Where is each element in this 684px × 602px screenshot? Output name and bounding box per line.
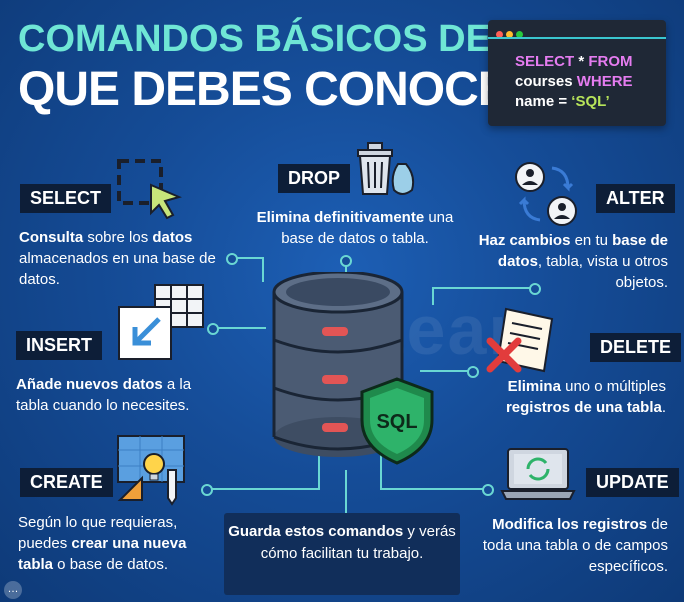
desc-bold: Añade nuevos datos xyxy=(16,376,163,393)
swap-users-icon xyxy=(515,162,577,226)
desc-bold: datos xyxy=(152,229,193,246)
blueprint-icon xyxy=(117,435,185,506)
alter-badge: ALTER xyxy=(596,184,675,213)
select-badge: SELECT xyxy=(20,184,112,213)
connector-line xyxy=(432,287,434,305)
code-keyword: FROM xyxy=(588,53,633,70)
desc-text: a la tabla cuando lo necesites. xyxy=(16,376,192,414)
connector-dot xyxy=(340,255,352,267)
desc-bold: Haz cambios xyxy=(478,232,571,249)
footer-note: Guarda estos comandos y verás cómo facil… xyxy=(224,513,460,595)
connector-dot xyxy=(207,323,219,335)
desc-text: en tu xyxy=(570,232,613,249)
sql-shield-icon: SQL xyxy=(360,377,434,465)
drop-description: Elimina definitivamente una base de dato… xyxy=(250,207,460,249)
alter-description: Haz cambios en tu base de datos, tabla, … xyxy=(470,230,668,293)
title-line-2: QUE DEBES CONOCER xyxy=(18,63,543,116)
create-badge: CREATE xyxy=(20,468,113,497)
close-dot-icon xyxy=(496,31,503,38)
insert-description: Añade nuevos datos a la tabla cuando lo … xyxy=(16,374,226,416)
connector-line xyxy=(318,450,320,490)
code-window: SELECT * FROM courses WHERE name = ‘SQL’ xyxy=(488,20,666,126)
more-options-button[interactable]: … xyxy=(4,581,22,599)
desc-text: uno o múltiples xyxy=(560,378,666,395)
code-divider xyxy=(488,37,666,39)
desc-bold: Modifica los registros xyxy=(492,516,648,533)
create-description: Según lo que requieras, puedes crear una… xyxy=(18,512,223,575)
connector-dot xyxy=(467,366,479,378)
laptop-update-icon xyxy=(500,448,576,500)
update-badge: UPDATE xyxy=(586,468,679,497)
connector-line xyxy=(236,257,264,259)
trash-bin-icon xyxy=(357,142,415,195)
footer-bold: Guarda estos comandos xyxy=(228,523,404,540)
code-string: ‘SQL’ xyxy=(571,93,610,110)
desc-bold: registros de una tabla xyxy=(505,399,662,416)
connector-dot xyxy=(226,253,238,265)
desc-text: de toda una tabla o de campos específico… xyxy=(482,516,668,575)
connector-dot xyxy=(529,283,541,295)
connector-dot xyxy=(201,484,213,496)
select-description: Consulta sobre los datos almacenados en … xyxy=(19,227,234,290)
connector-line xyxy=(262,257,264,282)
desc-bold: crear una nueva tabla xyxy=(18,535,187,573)
maximize-dot-icon xyxy=(516,31,523,38)
insert-table-icon xyxy=(118,284,204,360)
shield-label: SQL xyxy=(376,411,417,433)
desc-text: o base de datos. xyxy=(53,556,169,573)
update-description: Modifica los registros de toda una tabla… xyxy=(480,514,668,577)
desc-text: . xyxy=(661,399,666,416)
code-text: courses xyxy=(515,73,577,90)
window-controls xyxy=(496,25,526,43)
code-text: name = xyxy=(515,93,572,110)
desc-bold: Elimina definitivamente xyxy=(256,209,425,226)
title-line-1: COMANDOS BÁSICOS DE SQL xyxy=(18,18,580,60)
desc-text: sobre los xyxy=(83,229,153,246)
insert-badge: INSERT xyxy=(16,331,103,360)
connector-line xyxy=(345,470,347,513)
desc-text: Según lo que requieras, puedes xyxy=(18,514,178,552)
connector-line xyxy=(432,287,532,289)
delete-badge: DELETE xyxy=(590,333,682,362)
desc-bold: Elimina xyxy=(507,378,561,395)
drop-badge: DROP xyxy=(278,164,351,193)
delete-description: Elimina uno o múltiples registros de una… xyxy=(470,376,666,418)
connector-line xyxy=(420,370,470,372)
code-text: * xyxy=(574,53,589,70)
delete-document-icon xyxy=(486,307,554,373)
connector-line xyxy=(210,488,320,490)
desc-bold: base de datos xyxy=(497,232,668,270)
code-keyword: SELECT xyxy=(515,53,575,70)
desc-text: una base de datos o tabla. xyxy=(281,209,454,247)
desc-bold: Consulta xyxy=(19,229,84,246)
desc-text: , tabla, vista u otros objetos. xyxy=(537,253,668,291)
minimize-dot-icon xyxy=(506,31,513,38)
connector-line xyxy=(380,450,382,490)
code-keyword: WHERE xyxy=(576,73,633,90)
connector-line xyxy=(380,488,486,490)
code-snippet: SELECT * FROM courses WHERE name = ‘SQL’ xyxy=(515,52,633,112)
connector-dot xyxy=(482,484,494,496)
footer-text: y verás cómo facilitan tu trabajo. xyxy=(260,523,456,562)
connector-line xyxy=(216,327,266,329)
selection-cursor-icon xyxy=(117,159,182,220)
desc-text: almacenados en una base de datos. xyxy=(19,250,216,288)
connector-line xyxy=(345,258,347,280)
